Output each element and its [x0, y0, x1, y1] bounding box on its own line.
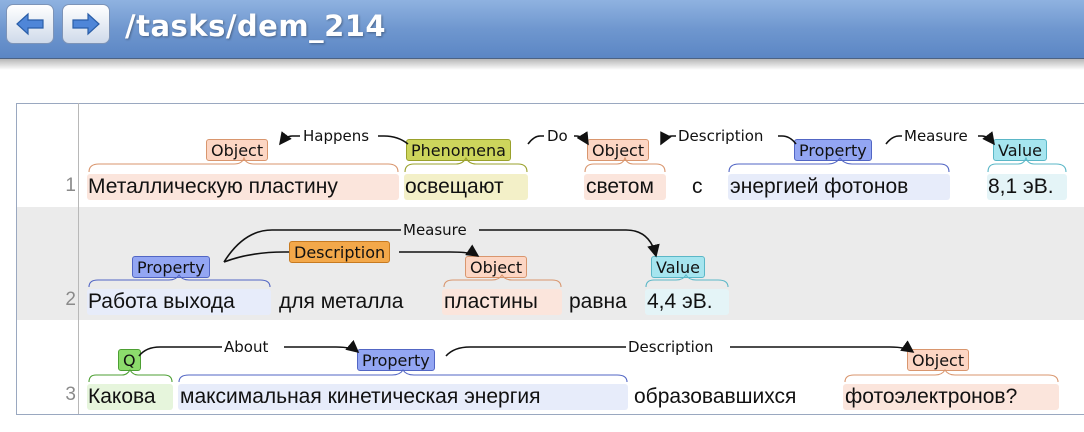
relation-label-about: About [224, 338, 268, 356]
token[interactable]: фотоэлектронов? [845, 385, 1018, 408]
token[interactable]: пластины [444, 290, 538, 313]
entity-label-value[interactable]: Value [993, 139, 1047, 161]
span-brace [88, 368, 173, 383]
token[interactable]: освещают [405, 175, 504, 198]
gutter-divider [78, 103, 79, 414]
line-number-1: 1 [65, 175, 76, 196]
relation-arc-about [138, 346, 222, 357]
entity-label-property[interactable]: Property [357, 349, 435, 371]
span-highlight [645, 289, 729, 315]
forward-button[interactable] [62, 4, 110, 44]
token[interactable]: с [692, 175, 703, 198]
span-brace [88, 156, 399, 173]
span-highlight [728, 174, 950, 200]
relation-arc-happens [378, 135, 409, 145]
token[interactable]: 4,4 эВ. [647, 290, 713, 313]
relation-label-happens: Happens [303, 127, 369, 145]
page-title: /tasks/dem_214 [125, 9, 387, 43]
entity-label-q[interactable]: Q [118, 349, 141, 371]
span-highlight [584, 174, 666, 200]
span-highlight [987, 174, 1067, 200]
relation-label-measure: Measure [904, 127, 968, 145]
relation-arc-description [778, 135, 797, 145]
line-number-2: 2 [65, 289, 76, 310]
token[interactable]: светом [586, 175, 654, 198]
span-highlight [843, 384, 1059, 410]
entity-label-object[interactable]: Object [907, 349, 970, 371]
span-brace [645, 273, 729, 288]
relation-label-description: Description [678, 127, 763, 145]
header-bar [0, 0, 1084, 59]
token[interactable]: максимальная кинетическая энергия [180, 385, 541, 408]
token[interactable]: энергией фотонов [730, 175, 909, 198]
entity-label-object[interactable]: Object [465, 256, 528, 278]
entity-label-object[interactable]: Object [587, 139, 650, 161]
relation-arc-description [445, 346, 626, 357]
entity-label-property[interactable]: Property [132, 256, 210, 278]
line-number-3: 3 [65, 384, 76, 405]
relation-label-description: Description [628, 338, 713, 356]
entity-label-property[interactable]: Property [794, 139, 872, 161]
entity-label-value[interactable]: Value [651, 256, 705, 278]
span-brace [88, 273, 271, 288]
token[interactable]: равна [569, 290, 627, 313]
forward-arrow-icon [72, 12, 100, 36]
token[interactable]: образовавшихся [634, 385, 797, 408]
span-highlight [178, 384, 628, 410]
span-highlight [87, 174, 399, 200]
span-brace [443, 273, 562, 288]
token[interactable]: 8,1 эВ. [988, 175, 1054, 198]
token[interactable]: Металлическую пластину [88, 175, 338, 198]
span-brace [584, 156, 666, 173]
span-highlight [87, 384, 173, 410]
relation-arc-measure [223, 229, 401, 263]
span-brace [404, 156, 528, 173]
span-highlight [442, 289, 562, 315]
entity-label-phenomena[interactable]: Phenomena [406, 139, 511, 161]
span-brace [728, 157, 950, 173]
relation-label-do: Do [547, 127, 568, 145]
span-brace [987, 156, 1067, 173]
span-brace [178, 368, 628, 383]
entity-label-object[interactable]: Object [206, 139, 269, 161]
relation-label-description[interactable]: Description [289, 241, 391, 263]
span-highlight [404, 174, 528, 200]
token[interactable]: для металла [279, 290, 404, 313]
span-highlight [87, 289, 271, 315]
relation-label-measure: Measure [403, 221, 467, 239]
token[interactable]: Работа выхода [88, 290, 235, 313]
back-arrow-icon [16, 12, 44, 36]
header-shadow [0, 58, 1084, 70]
back-button[interactable] [6, 4, 54, 44]
document-panel [16, 103, 1084, 415]
token[interactable]: Какова [88, 385, 156, 408]
relation-arc-measure [885, 135, 902, 145]
span-brace [844, 368, 1059, 383]
